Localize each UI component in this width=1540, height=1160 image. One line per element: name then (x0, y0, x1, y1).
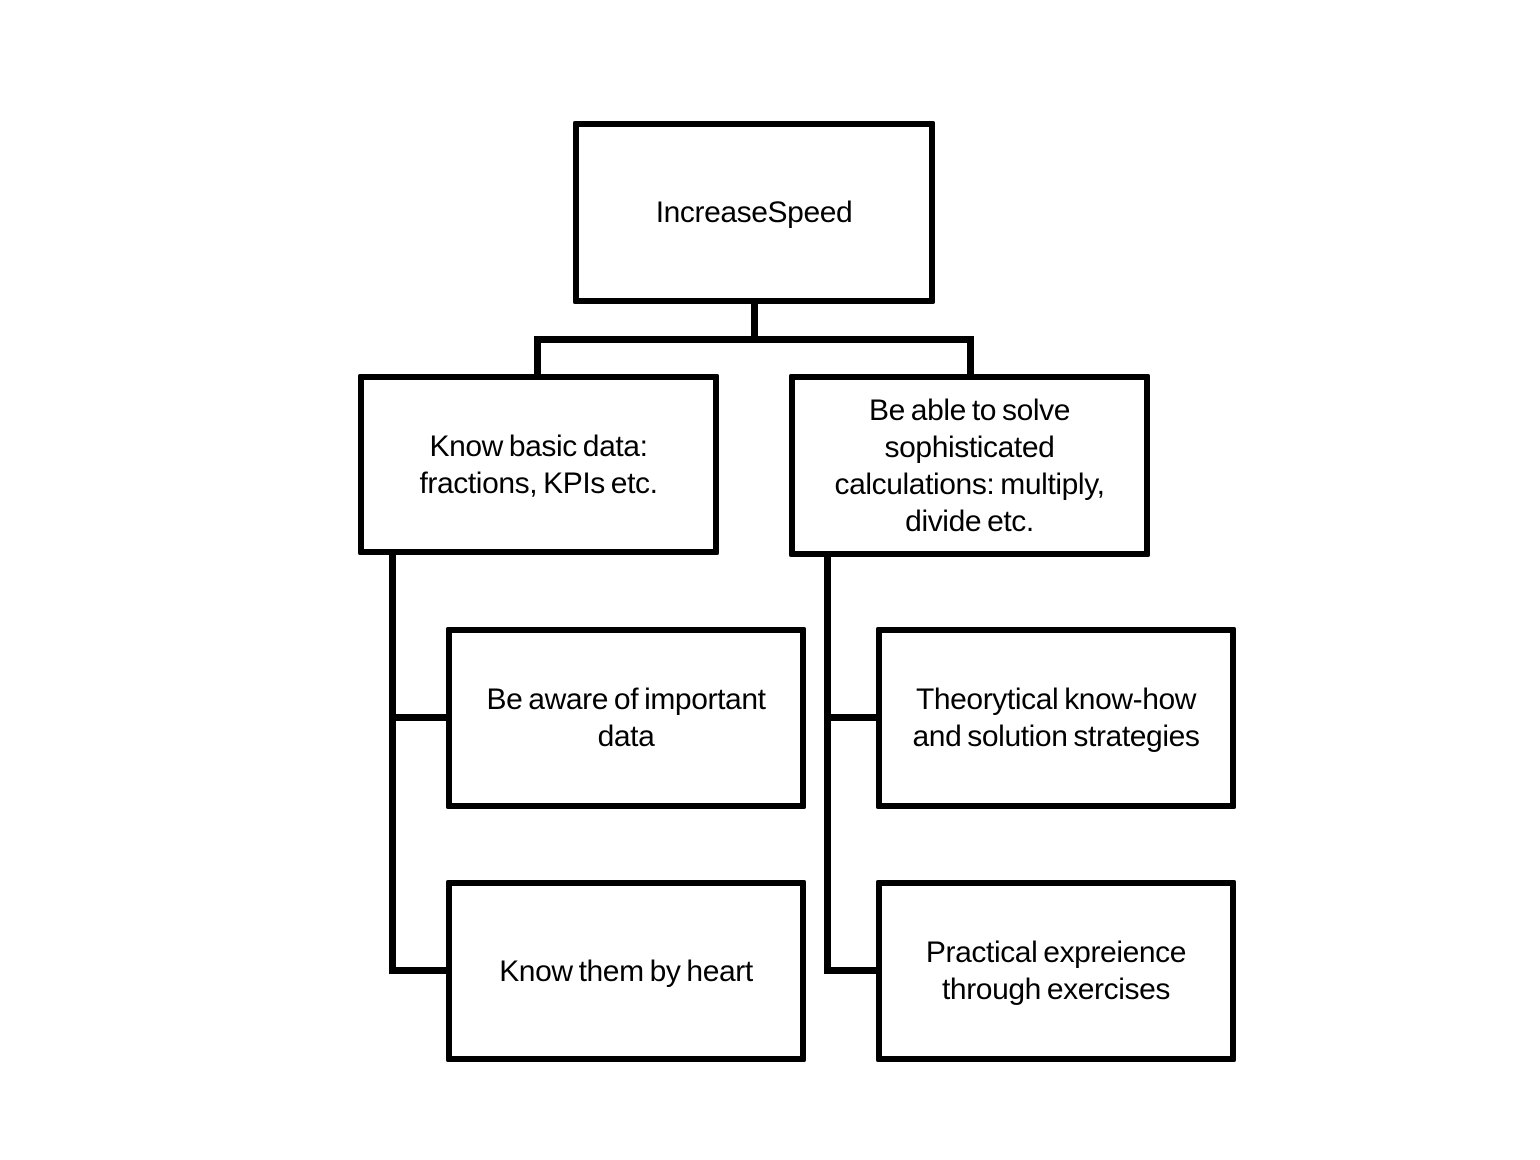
node-know-them-by-heart: Know them by heart (446, 880, 806, 1062)
connector-left-child-2-stub (389, 967, 448, 974)
connector-root-stub (751, 302, 758, 343)
node-label: Know basic data: fractions, KPIs etc. (419, 429, 658, 500)
node-be-aware-of-important-data: Be aware of important data (446, 627, 806, 809)
connector-right-child-1-stub (824, 714, 878, 721)
connector-right-spine (824, 554, 831, 974)
connector-left-child-1-stub (389, 714, 448, 721)
node-label: Theorytical know-how and solution strate… (912, 683, 1200, 753)
node-solve-sophisticated-calculations: Be able to solve sophisticated calculati… (789, 374, 1150, 557)
connector-drop-right-branch (967, 336, 974, 376)
node-practical-experience: Practical expreience through exercises (876, 880, 1236, 1062)
node-label: Be aware of important data (486, 683, 766, 753)
node-label: Know them by heart (499, 954, 753, 988)
connector-drop-left-branch (534, 336, 541, 376)
node-know-basic-data: Know basic data: fractions, KPIs etc. (358, 374, 719, 555)
node-label: IncreaseSpeed (655, 196, 853, 229)
node-theoretical-know-how: Theorytical know-how and solution strate… (876, 627, 1236, 809)
node-label: Practical expreience through exercises (925, 936, 1187, 1006)
node-label: Be able to solve sophisticated calculati… (834, 393, 1105, 538)
connector-trunk-horizontal (534, 336, 974, 343)
connector-left-spine (389, 553, 396, 974)
node-increase-speed: IncreaseSpeed (573, 121, 935, 304)
connector-right-child-2-stub (824, 967, 878, 974)
